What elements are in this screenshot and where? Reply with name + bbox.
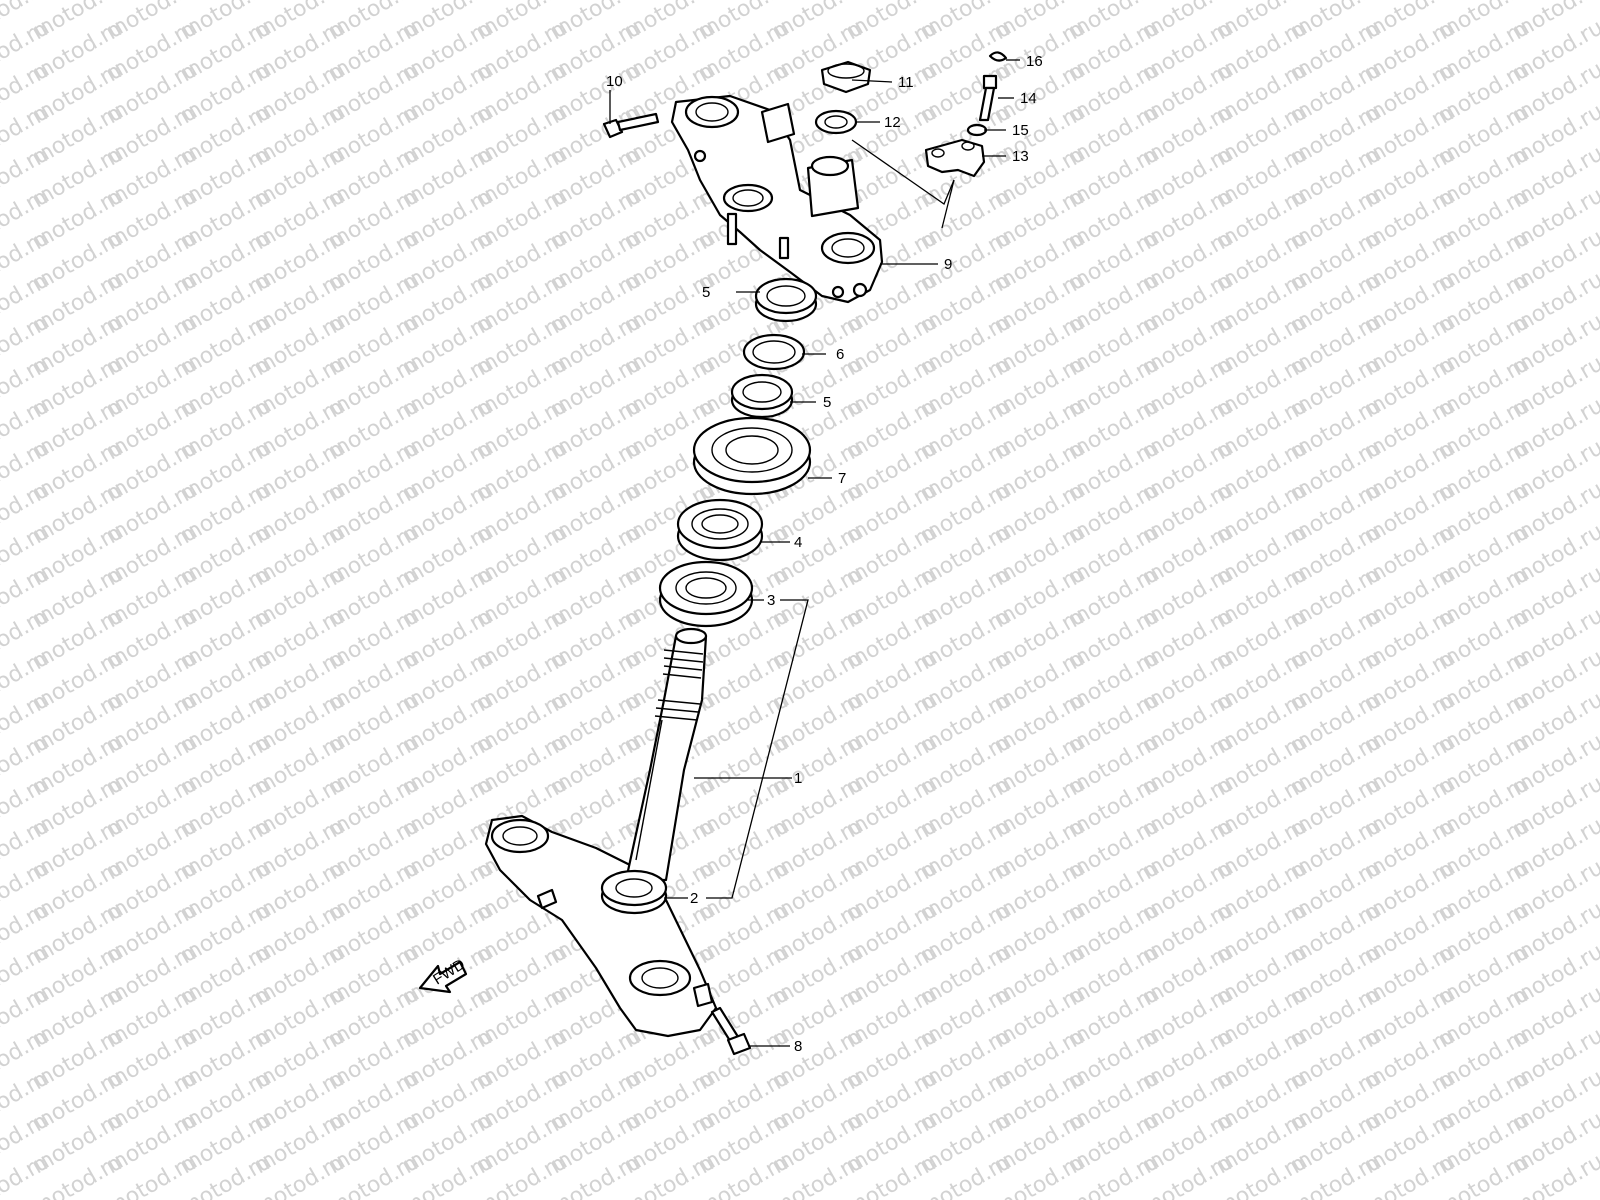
bolt-10 <box>602 112 660 139</box>
lock-nut-5-upper <box>754 277 818 323</box>
lower-bracket <box>484 814 718 1038</box>
dust-seal-2 <box>600 869 668 915</box>
lock-washer-6 <box>742 333 806 371</box>
handlebar-clamp-13 <box>924 138 986 178</box>
cap-nut-11 <box>820 60 872 94</box>
dust-seal-7 <box>692 416 812 496</box>
lock-nut-5-lower <box>730 373 794 419</box>
callout-1: 1 <box>794 770 802 787</box>
callout-8: 8 <box>794 1038 802 1055</box>
callout-5-upper: 5 <box>702 284 710 301</box>
bolt-8 <box>710 1006 752 1056</box>
callout-10: 10 <box>606 73 623 90</box>
steering-stem-1 <box>624 627 708 882</box>
callout-15: 15 <box>1012 122 1029 139</box>
callout-4: 4 <box>794 534 802 551</box>
callout-2: 2 <box>690 890 698 907</box>
washer-12 <box>814 109 858 135</box>
callouts: 1 2 3 4 5 5 6 7 8 9 10 11 12 13 14 15 16 <box>606 53 1043 1055</box>
callout-11: 11 <box>898 74 914 91</box>
upper-bracket <box>670 94 884 304</box>
cap-16 <box>988 51 1008 62</box>
callout-7: 7 <box>838 470 846 487</box>
bearing-4 <box>676 498 764 562</box>
bearing-race-3 <box>658 560 754 628</box>
fwd-arrow-icon: FWD <box>418 956 468 994</box>
leader-lines <box>609 59 1020 1047</box>
callout-12: 12 <box>884 114 901 131</box>
callout-9: 9 <box>944 256 952 273</box>
callout-13: 13 <box>1012 148 1029 165</box>
bolt-14 <box>978 74 998 122</box>
callout-5-lower: 5 <box>823 394 831 411</box>
washer-15 <box>966 123 988 137</box>
callout-14: 14 <box>1020 90 1037 107</box>
callout-3: 3 <box>767 592 775 609</box>
callout-6: 6 <box>836 346 844 363</box>
callout-16: 16 <box>1026 53 1043 70</box>
